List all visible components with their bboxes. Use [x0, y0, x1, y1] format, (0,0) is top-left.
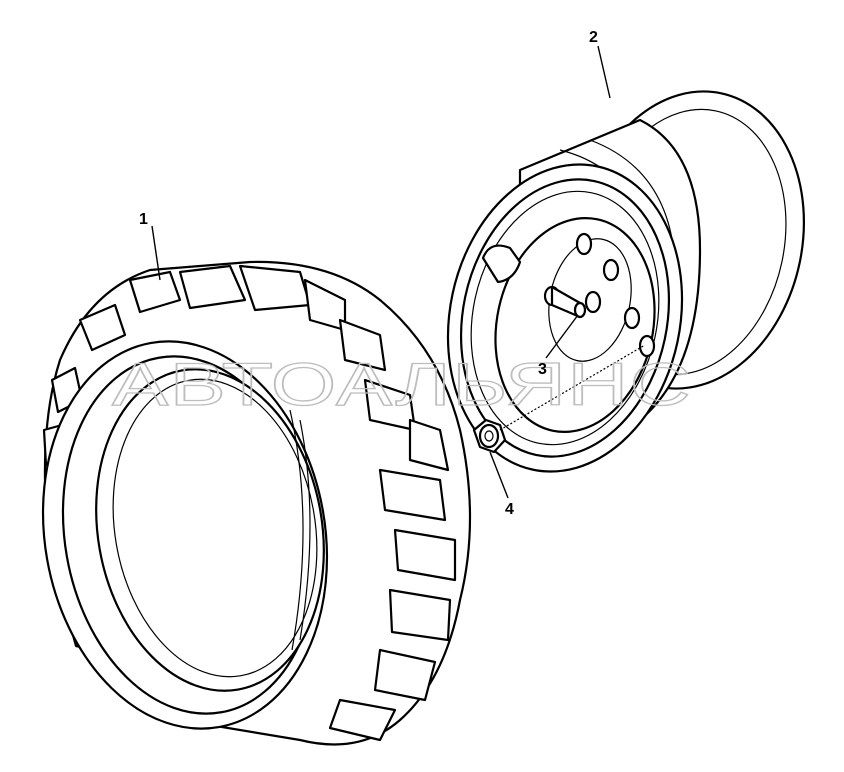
- assembly-line: [499, 344, 646, 431]
- leader-line-4: [489, 451, 509, 499]
- callout-4-wheel-nut: 4: [505, 501, 514, 518]
- wheel-stud-drawing: [543, 285, 587, 319]
- callout-3-wheel-stud: 3: [538, 361, 547, 378]
- callout-2-rim: 2: [589, 29, 598, 46]
- watermark-text: АВТОАЛЬЯНС: [112, 351, 692, 418]
- leader-line-1: [151, 225, 161, 281]
- leader-line-2: [597, 45, 611, 99]
- rim-drawing: [446, 90, 806, 473]
- callout-1-tire: 1: [139, 211, 148, 228]
- leader-line-3: [545, 314, 579, 359]
- wheel-nut-drawing: [472, 418, 507, 454]
- tire-drawing: [41, 260, 472, 746]
